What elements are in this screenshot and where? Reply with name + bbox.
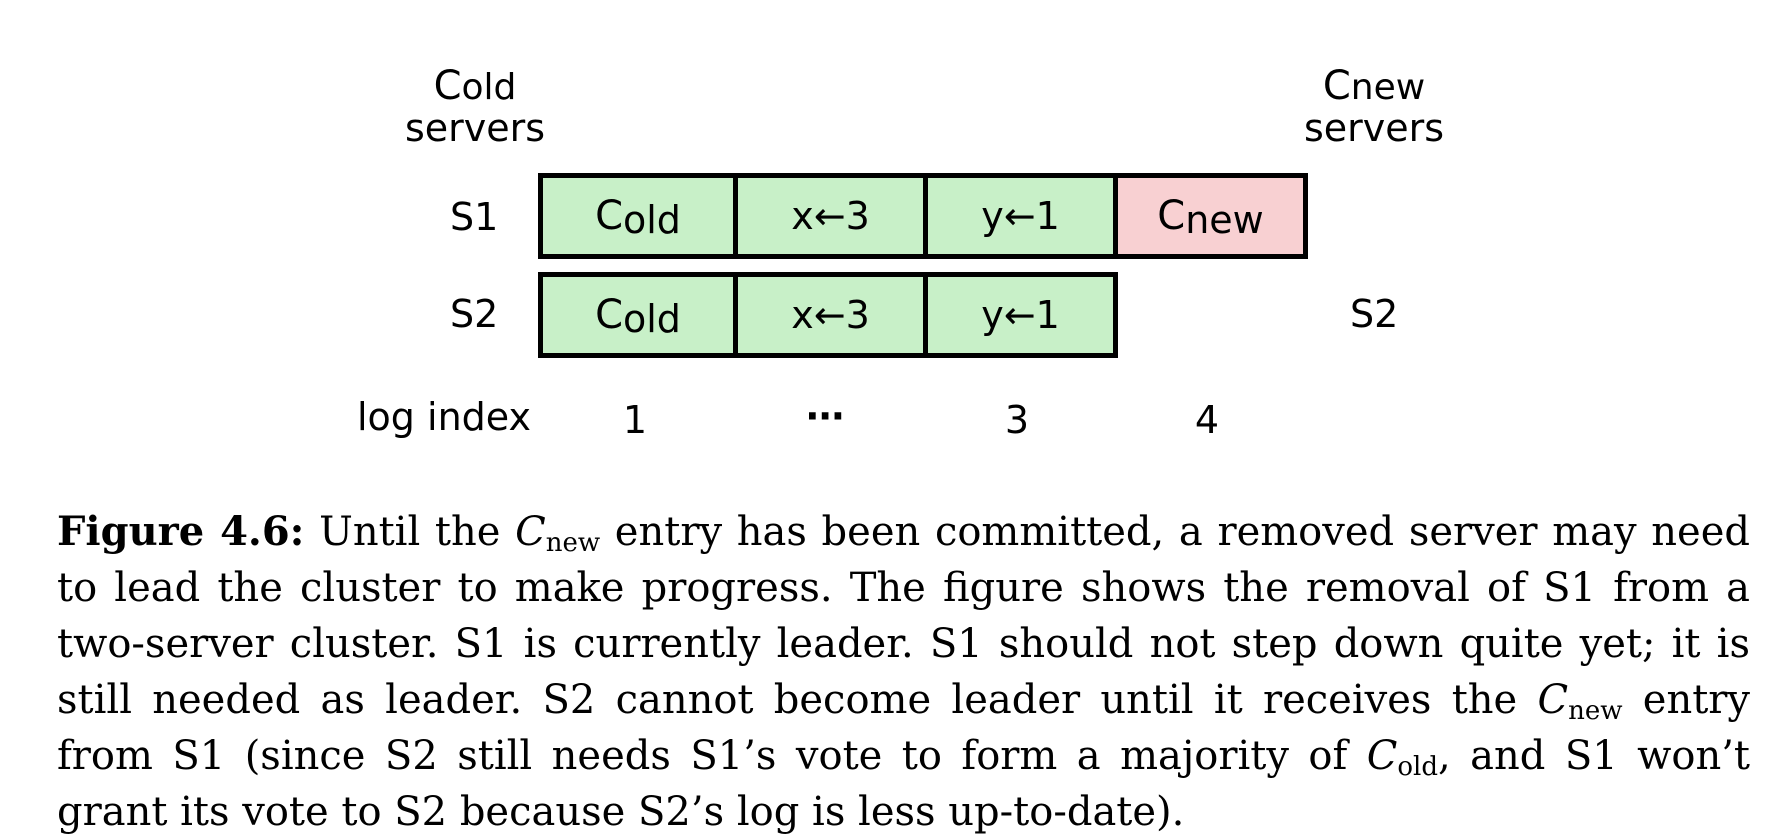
config-sub: old bbox=[623, 297, 681, 341]
config-base: C bbox=[595, 292, 623, 338]
caption-text: , and S1 won’t grant its vote to S2 beca… bbox=[57, 733, 1751, 835]
symbol-sub: new bbox=[545, 528, 601, 558]
log-index-label: log index bbox=[357, 395, 531, 439]
cold-servers-header: Cold servers bbox=[404, 63, 546, 150]
log-index-ellipsis: ⋯ bbox=[806, 394, 844, 438]
log-index-3: 3 bbox=[1004, 398, 1030, 442]
caption-text: entry has been committed, a removed serv… bbox=[57, 509, 1750, 723]
row-label-s2-cnew: S2 bbox=[1350, 292, 1399, 336]
config-sub: old bbox=[623, 198, 681, 242]
symbol-base: C bbox=[515, 509, 546, 555]
caption-config-symbol: Cnew bbox=[1537, 677, 1623, 726]
log-index-4: 4 bbox=[1194, 398, 1220, 442]
caption-text: entry from S1 (since S2 still needs S1’s… bbox=[57, 677, 1750, 779]
symbol-sub: old bbox=[1397, 752, 1438, 782]
row-label-s2: S2 bbox=[450, 292, 499, 336]
figure-caption: Figure 4.6: Until the Cnew entry has bee… bbox=[57, 504, 1750, 840]
caption-text: Until the bbox=[304, 509, 516, 555]
symbol-base: C bbox=[1537, 677, 1569, 723]
symbol-base: C bbox=[1366, 733, 1398, 779]
row-label-s1: S1 bbox=[450, 195, 499, 239]
symbol-sub: new bbox=[1568, 696, 1623, 726]
config-base: C bbox=[595, 193, 623, 239]
caption-config-symbol: Cnew bbox=[515, 509, 601, 558]
log-entry-s2-2: x←3 bbox=[733, 277, 923, 353]
log-index-1: 1 bbox=[622, 398, 648, 442]
figure-label: Figure 4.6: bbox=[57, 508, 305, 555]
cnew-servers-header: Cnew servers bbox=[1303, 63, 1445, 150]
caption-config-symbol: Cold bbox=[1366, 733, 1438, 782]
log-entry-s1-2: x←3 bbox=[733, 178, 923, 254]
config-base: C bbox=[1157, 193, 1186, 239]
config-sub: new bbox=[1185, 198, 1264, 242]
log-entry-s2-3: y←1 bbox=[923, 277, 1113, 353]
log-entry-s1-3: y←1 bbox=[923, 178, 1113, 254]
